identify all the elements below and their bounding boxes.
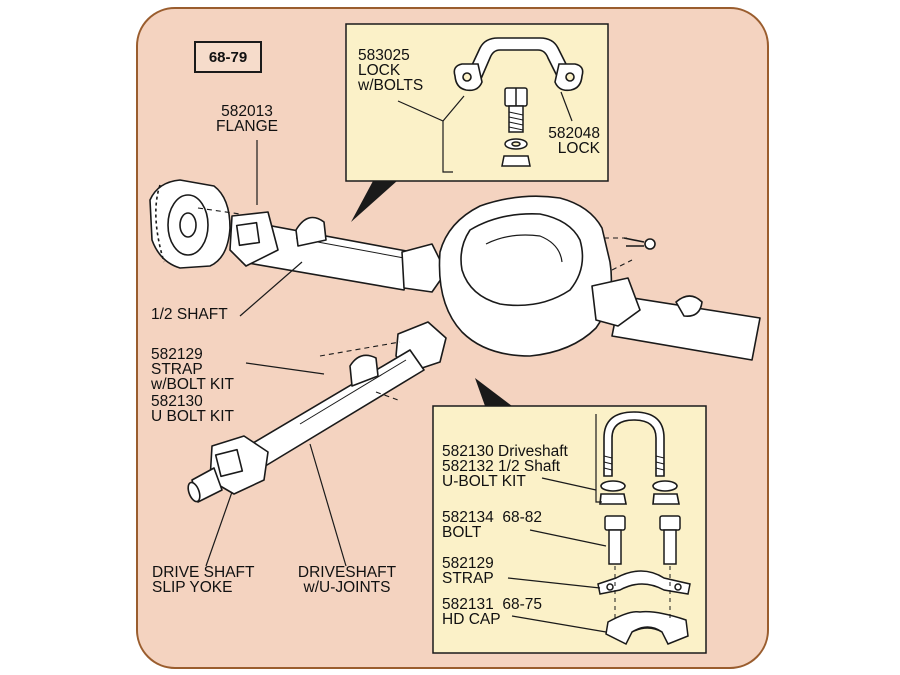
driveshaft-line1: DRIVESHAFT	[297, 564, 397, 581]
ubolt-detail-line2: 582132 1/2 Shaft	[442, 458, 561, 475]
bottom-dash-lines	[614, 566, 671, 620]
strap-kit-name: STRAP	[151, 361, 203, 378]
label-flange: 582013 FLANGE	[216, 103, 279, 135]
flange-part-number: 582013	[221, 103, 273, 120]
main-leader-lines	[205, 140, 347, 567]
slip-yoke-line1: DRIVE SHAFT	[152, 564, 255, 581]
lock-bolts-detail: w/BOLTS	[358, 77, 424, 94]
flange-name: FLANGE	[216, 118, 279, 135]
assembly-dash-lines	[197, 207, 633, 401]
lock-bolts-part-number: 583025	[358, 47, 410, 64]
label-strap-detail: 582129 STRAP	[442, 555, 494, 587]
hd-cap-detail-line1: 582131 68-75	[442, 596, 542, 613]
strap-kit-part-number: 582129	[151, 346, 203, 363]
label-strap-kit: 582129 STRAP w/BOLT KIT	[151, 346, 234, 393]
strap-kit-detail: w/BOLT KIT	[151, 376, 234, 393]
lock-part-number: 582048	[548, 125, 600, 142]
strap-bolts-icon	[604, 515, 681, 565]
bottom-panel-leaders	[507, 414, 607, 633]
strap-detail-line2: STRAP	[442, 570, 494, 587]
label-lock-bolts: 583025 LOCK w/BOLTS	[358, 47, 424, 94]
lock-name: LOCK	[557, 140, 600, 157]
year-range-badge: 68-79	[194, 41, 262, 73]
lock-bracket-icon	[453, 37, 584, 92]
u-bolt-icon	[599, 411, 680, 505]
label-bolt-detail: 582134 68-82 BOLT	[442, 509, 542, 541]
label-ubolt-kit-detail: 582130 Driveshaft 582132 1/2 Shaft U-BOL…	[442, 443, 568, 490]
lock-bolt-icon	[501, 87, 531, 167]
label-ubolt-kit: 582130 U BOLT KIT	[151, 393, 234, 425]
strap-detail-line1: 582129	[442, 555, 494, 572]
label-hd-cap-detail: 582131 68-75 HD CAP	[442, 596, 542, 628]
ubolt-detail-line1: 582130 Driveshaft	[442, 443, 568, 460]
top-panel-leaders	[397, 91, 573, 173]
label-lock: 582048 LOCK	[540, 125, 600, 157]
slip-yoke-line2: SLIP YOKE	[152, 579, 233, 596]
half-shaft-name: 1/2 SHAFT	[151, 306, 228, 323]
ubolt-kit-name: U BOLT KIT	[151, 408, 234, 425]
ubolt-kit-part-number: 582130	[151, 393, 203, 410]
top-panel-pointer	[351, 181, 397, 222]
ubolt-detail-line3: U-BOLT KIT	[442, 473, 526, 490]
bottom-panel-pointer	[475, 378, 512, 406]
strap-icon	[597, 570, 691, 595]
hd-cap-icon	[605, 610, 689, 646]
lock-bolts-name: LOCK	[358, 62, 401, 79]
bolt-detail-line1: 582134 68-82	[442, 509, 542, 526]
bolt-detail-line2: BOLT	[442, 524, 482, 541]
driveshaft-line2: w/U-JOINTS	[303, 579, 391, 596]
label-driveshaft-ujoints: DRIVESHAFT w/U-JOINTS	[284, 564, 410, 596]
hd-cap-detail-line2: HD CAP	[442, 611, 501, 628]
label-slip-yoke: DRIVE SHAFT SLIP YOKE	[152, 564, 255, 596]
axle-assembly	[149, 179, 761, 503]
label-half-shaft: 1/2 SHAFT	[151, 306, 228, 323]
top-detail-panel	[345, 23, 609, 182]
